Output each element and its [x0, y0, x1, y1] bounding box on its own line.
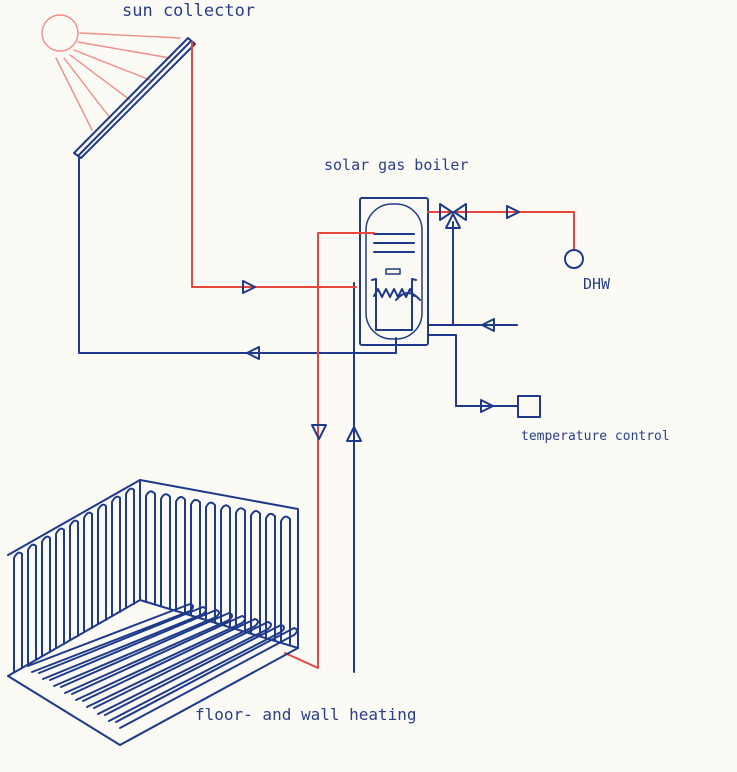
wall-coil-loop: [250, 510, 261, 637]
floor-coil-loop: [38, 606, 207, 680]
wall-coil-loop: [175, 496, 186, 614]
floor-coil-loop: [104, 624, 285, 722]
wall-coil-loop: [97, 503, 107, 625]
floor-coil-loop: [93, 621, 272, 715]
floor-and-wall-heating: [7, 479, 299, 746]
wall-coil-loop: [190, 498, 201, 619]
wall-coil-loop: [265, 512, 276, 641]
floor-edge: [7, 675, 121, 746]
wall-coil-loop: [125, 487, 135, 609]
dhw-label: DHW: [583, 275, 611, 293]
dhw-outlet-icon: [564, 249, 584, 269]
arrow-down-icon: [311, 424, 327, 440]
floor-far-edge: [119, 647, 299, 746]
temperature-control-label: temperature control: [521, 429, 670, 444]
arrow-up-icon: [346, 426, 362, 442]
floor-coil-loop: [49, 609, 220, 687]
arrow-left-icon: [481, 318, 495, 332]
wall-coil-loop: [69, 519, 79, 641]
solar-gas-boiler-label: solar gas boiler: [324, 156, 469, 174]
flow-arrows: [242, 205, 520, 442]
hot-pipes: [191, 41, 575, 669]
arrow-left-icon: [246, 346, 260, 360]
floor-coil-loop: [27, 603, 194, 673]
floor-coil-loop: [60, 612, 233, 694]
wall-coil-loop: [235, 507, 246, 632]
wall-coil-loop: [205, 501, 216, 623]
wall-coil-loop: [220, 504, 231, 628]
wall-coil-loop: [83, 511, 93, 633]
floor-wall-heating-label: floor- and wall heating: [195, 705, 417, 724]
wall-coil-loop: [111, 495, 121, 617]
wall-coil-loop: [27, 543, 37, 665]
temperature-control-box: [517, 395, 541, 418]
wall-coil-loop: [13, 551, 23, 673]
wall-coil-loop: [280, 515, 291, 646]
floor-coil-loop: [82, 618, 259, 708]
cold-pipes: [78, 157, 541, 673]
arrow-right-icon: [480, 399, 494, 413]
solar-gas-boiler: [359, 197, 429, 346]
sun-icon: [41, 14, 181, 131]
arrow-right-icon: [242, 280, 256, 294]
wall-coil-loop: [160, 493, 171, 610]
left-wall-outline: [7, 479, 141, 677]
floor-coil-loop: [115, 627, 298, 729]
wall-coil-loop: [145, 490, 156, 605]
wall-coil-loop: [41, 535, 51, 657]
three-way-valve-icon: [439, 203, 467, 229]
floor-coil-loop: [71, 615, 246, 701]
wall-coil-loop: [55, 527, 65, 649]
sun-collector-label: sun collector: [122, 1, 255, 21]
arrow-right-icon: [506, 205, 520, 219]
sun-collector-panel: [73, 37, 196, 159]
